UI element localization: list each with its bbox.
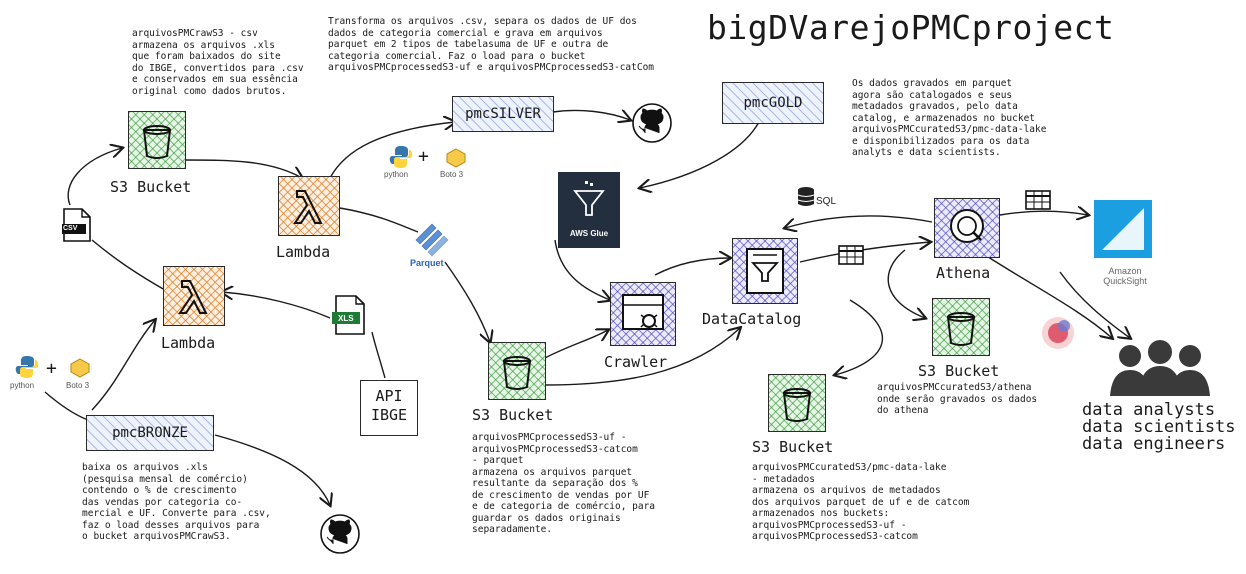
edge-parquet-to-s3proc	[444, 261, 490, 342]
s3-processed-bucket	[488, 342, 546, 400]
edge-gold-to-glue	[640, 119, 761, 188]
edge-crawler-to-catalog	[654, 258, 730, 276]
python-icon	[388, 144, 414, 170]
python-icon	[14, 354, 40, 380]
crawler-label: Crawler	[604, 353, 668, 371]
s3-processed-label: S3 Bucket	[472, 406, 554, 424]
note-processed: arquivosPMCprocessedS3-uf - arquivosPMCp…	[472, 432, 656, 535]
parquet-icon	[412, 218, 452, 258]
s3-athena-label: S3 Bucket	[918, 362, 1000, 380]
data-catalog-label: DataCatalog	[702, 310, 802, 328]
edge-python-to-bronze	[44, 391, 89, 421]
quicksight-icon	[1094, 200, 1152, 258]
sql-label: SQL	[816, 196, 837, 207]
note-bronze: baixa os arquivos .xls (pesquisa mensal …	[82, 462, 271, 542]
boto-label: Boto 3	[440, 170, 464, 179]
note-gold: Os dados gravados em parquet agora são c…	[852, 78, 1047, 158]
edge-catalog-to-athena	[799, 242, 930, 263]
edge-silver-to-github	[552, 110, 630, 120]
stage-silver: pmcSILVER	[452, 96, 554, 132]
catalog-icon	[746, 248, 784, 294]
data-catalog	[732, 238, 798, 304]
lambda-silver	[278, 176, 340, 236]
lambda-bronze-label: Lambda	[161, 334, 216, 352]
lambda-icon	[293, 190, 323, 224]
athena	[934, 198, 1000, 258]
table-icon	[838, 245, 864, 265]
csv-file-icon: CSV	[62, 207, 92, 243]
python-label: python	[384, 170, 409, 179]
python-label: python	[10, 381, 35, 390]
note-athena-bucket: arquivosPMCcuratedS3/athena onde serão g…	[877, 382, 1038, 416]
plus-sign: +	[418, 146, 429, 167]
athena-label: Athena	[936, 264, 991, 282]
github-icon	[632, 103, 672, 143]
quicksight-label: Amazon QuickSight	[1103, 266, 1147, 286]
api-ibge: API IBGE	[360, 380, 418, 436]
edge-athena-to-quicksight	[999, 211, 1088, 215]
edge-lambda-to-parquet	[339, 207, 419, 233]
api-ibge-label: API IBGE	[370, 387, 408, 424]
s3-raw-label: S3 Bucket	[110, 178, 192, 196]
note-curated: arquivosPMCcuratedS3/pmc-data-lake - met…	[752, 462, 970, 542]
boto-icon	[446, 148, 466, 168]
parquet-label: Parquet	[410, 258, 444, 268]
edge-lambda-to-silver	[329, 122, 455, 179]
edge-xls-to-lambda	[222, 292, 331, 319]
note-silver: Transforma os arquivos .csv, separa os d…	[328, 16, 655, 73]
edge-quicksight-to-users	[1059, 271, 1130, 338]
aws-glue: AWS Glue	[558, 172, 620, 248]
dashboard-chart-icon	[1038, 308, 1078, 358]
edge-bronze-to-github	[214, 434, 330, 505]
edge-s3raw-to-lambda	[184, 159, 302, 178]
bucket-icon	[502, 356, 532, 390]
edge-api-to-xls	[371, 331, 386, 379]
boto-icon	[70, 358, 90, 378]
lambda-silver-label: Lambda	[276, 243, 331, 261]
edge-bronze-to-lambda	[91, 320, 155, 411]
github-icon	[320, 514, 360, 554]
diagram-title: bigDVarejoPMCproject	[707, 8, 1115, 47]
s3-curated-bucket	[768, 374, 826, 432]
bucket-icon	[946, 312, 976, 346]
bucket-icon	[142, 125, 172, 159]
stage-bronze: pmcBRONZE	[86, 415, 214, 451]
edge-catalog-to-s3curated	[835, 299, 884, 375]
crawler	[610, 282, 676, 346]
bucket-icon	[782, 388, 812, 422]
edge-lambda-to-csv	[91, 239, 166, 291]
glue-label: AWS Glue	[569, 229, 609, 238]
s3-raw-bucket	[128, 111, 186, 169]
edge-glue-to-crawler	[554, 239, 610, 300]
crawler-icon	[622, 294, 664, 330]
edge-s3proc-to-catalog	[544, 328, 740, 386]
s3-curated-label: S3 Bucket	[752, 438, 834, 456]
csv-file-label: CSV	[63, 225, 78, 232]
edge-s3proc-to-crawler	[544, 330, 608, 359]
glue-icon	[573, 181, 605, 216]
note-raw: arquivosPMCrawS3 - csv armazena os arqui…	[132, 28, 304, 97]
users-label: data analysts data scientists data engin…	[1082, 400, 1236, 454]
stage-gold: pmcGOLD	[722, 82, 824, 124]
users-icon	[1108, 338, 1212, 396]
database-icon	[796, 186, 816, 208]
edge-athena-to-catalog	[785, 215, 933, 228]
edge-athena-to-s3athena	[887, 249, 925, 318]
lambda-bronze	[163, 266, 225, 326]
lambda-icon	[178, 280, 208, 314]
edge-athena-to-users	[984, 254, 1112, 338]
xls-file-label: XLS	[338, 314, 354, 323]
s3-athena-bucket	[932, 298, 990, 356]
athena-icon	[950, 209, 984, 243]
edge-csv-to-s3raw	[67, 148, 122, 206]
xls-file-icon: XLS	[332, 294, 366, 336]
table-icon	[1025, 190, 1051, 210]
boto-label: Boto 3	[66, 381, 90, 390]
plus-sign: +	[46, 358, 57, 379]
